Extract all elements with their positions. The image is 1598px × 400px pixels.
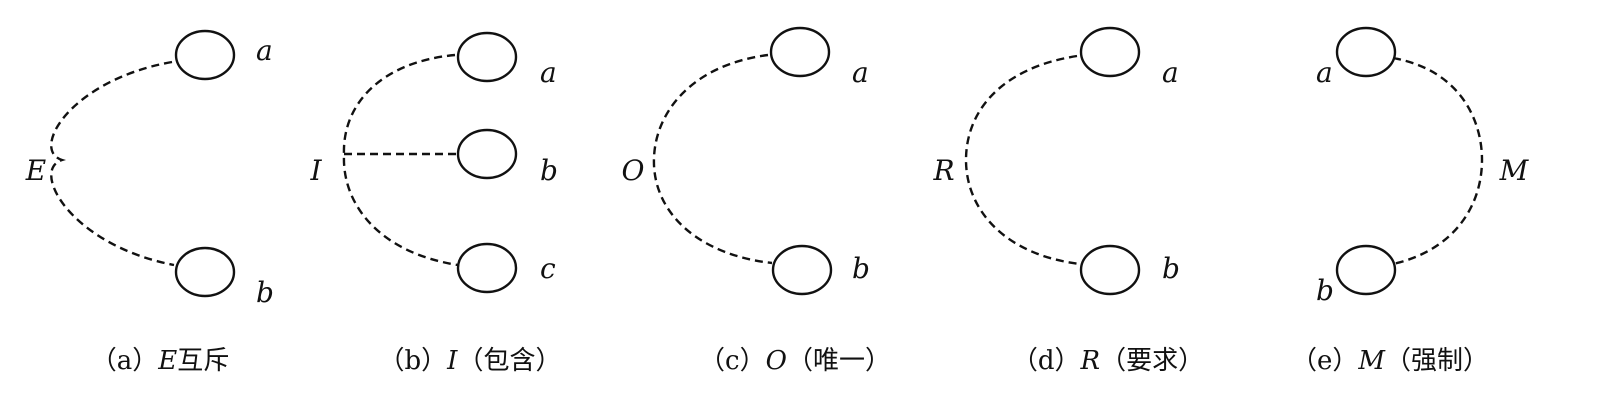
node-label-b: b bbox=[256, 276, 274, 309]
node-label-b: b bbox=[852, 252, 870, 285]
node-label-a: a bbox=[1162, 56, 1179, 89]
caption-text: （强制） bbox=[1385, 346, 1489, 376]
panel-caption: （d）R（要求） bbox=[1012, 346, 1204, 376]
node-b bbox=[771, 244, 833, 296]
dashed-connector bbox=[964, 54, 1081, 266]
caption-prefix: （c） bbox=[699, 346, 766, 376]
caption-prefix: （b） bbox=[379, 346, 448, 376]
node-b bbox=[1079, 244, 1141, 296]
operator-label: E bbox=[25, 154, 46, 187]
caption-operator: M bbox=[1357, 346, 1386, 376]
panel-caption: （b）I（包含） bbox=[379, 346, 562, 376]
node-b bbox=[174, 246, 236, 298]
node-b bbox=[1335, 244, 1397, 296]
caption-text: （要求） bbox=[1100, 346, 1204, 376]
panel-caption: （c）O（唯一） bbox=[699, 346, 891, 376]
node-a bbox=[1079, 26, 1141, 78]
operator-label: R bbox=[932, 154, 954, 187]
caption-prefix: （a） bbox=[91, 346, 159, 376]
node-c bbox=[456, 242, 518, 294]
caption-operator: R bbox=[1080, 346, 1101, 376]
caption-text: （唯一） bbox=[787, 346, 891, 376]
caption-operator: O bbox=[766, 346, 787, 376]
dashed-connector bbox=[50, 60, 175, 267]
node-label-b: b bbox=[1162, 252, 1180, 285]
node-b bbox=[456, 128, 518, 180]
caption-operator: I bbox=[446, 346, 458, 376]
panel-o: O a b （c）O（唯一） bbox=[622, 26, 891, 376]
node-label-a: a bbox=[1316, 56, 1333, 89]
caption-prefix: （e） bbox=[1291, 346, 1358, 376]
node-a bbox=[769, 26, 831, 78]
caption-prefix: （d） bbox=[1012, 346, 1081, 376]
node-label-a: a bbox=[540, 56, 557, 89]
node-a bbox=[174, 29, 236, 81]
panel-e: E a b （a）E互斥 bbox=[25, 29, 274, 376]
dashed-connector bbox=[652, 53, 773, 265]
node-a bbox=[456, 31, 518, 83]
operator-label: M bbox=[1499, 154, 1530, 187]
panel-r: R a b （d）R（要求） bbox=[932, 26, 1204, 376]
node-label-b: b bbox=[540, 154, 558, 187]
caption-text: （包含） bbox=[457, 346, 561, 376]
operator-label: I bbox=[309, 154, 322, 187]
dashed-connector bbox=[1392, 56, 1484, 266]
node-a bbox=[1335, 26, 1397, 78]
operator-label: O bbox=[622, 154, 645, 187]
caption-operator: E bbox=[157, 346, 177, 376]
panel-i: I a b c （b）I（包含） bbox=[309, 31, 562, 376]
panel-caption: （e）M（强制） bbox=[1291, 346, 1489, 376]
node-label-a: a bbox=[852, 56, 869, 89]
node-label-c: c bbox=[540, 252, 556, 285]
node-label-b: b bbox=[1316, 274, 1334, 307]
caption-text: 互斥 bbox=[177, 346, 229, 376]
panel-caption: （a）E互斥 bbox=[91, 346, 230, 376]
panel-m: M a b （e）M（强制） bbox=[1291, 26, 1530, 376]
dashed-connector bbox=[342, 53, 459, 267]
node-label-a: a bbox=[256, 34, 273, 67]
